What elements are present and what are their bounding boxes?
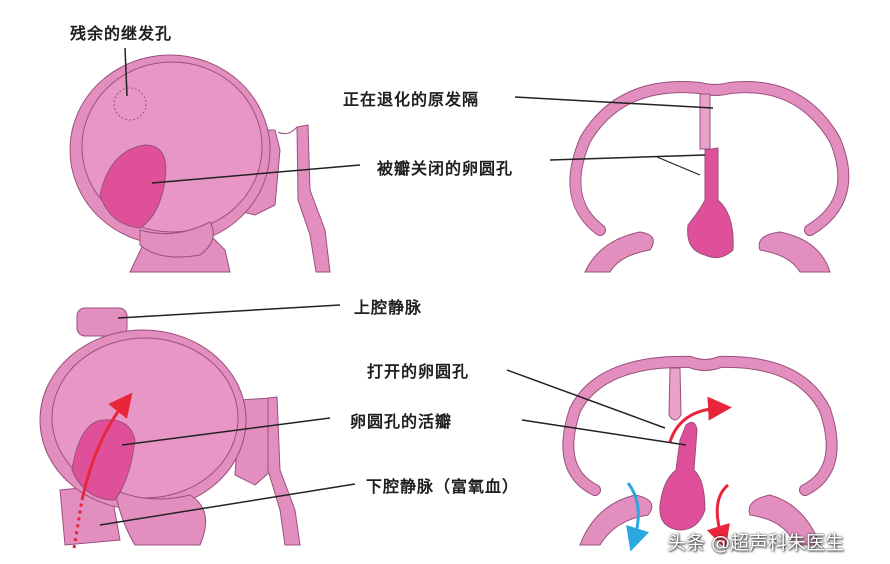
leader-closed-foramen (549, 154, 706, 161)
residual-ostium-circle (113, 87, 147, 121)
label-regressing-septum-primum: 正在退化的原发隔 (343, 90, 480, 109)
leader-septum-primum (514, 96, 714, 109)
oxygenated-flow-arrow (80, 392, 133, 501)
open-valve (659, 421, 706, 531)
leader-open-foramen (506, 369, 666, 429)
leader-valve (121, 417, 331, 446)
leader-svc (117, 304, 341, 319)
shunt-arrow (668, 396, 732, 443)
leader-ivc (99, 483, 356, 526)
label-superior-vena-cava: 上腔静脉 (354, 298, 423, 317)
top-left-heart-side-view (69, 54, 331, 273)
top-right-heart-section-view (569, 81, 850, 273)
label-residual-ostium: 残余的继发孔 (70, 24, 173, 43)
label-inferior-vena-cava: 下腔静脉（富氧血） (366, 477, 520, 496)
label-open-foramen-ovale: 打开的卵圆孔 (367, 362, 470, 381)
bottom-right-heart-section-view (562, 355, 838, 552)
leader-valve-right (521, 419, 687, 446)
leader-residual-ostium (124, 47, 128, 97)
bottom-left-heart-side-view (39, 307, 301, 549)
watermark: 头条 @超声科朱医生 (667, 532, 845, 554)
label-valve-closed-foramen: 被瓣关闭的卵圆孔 (377, 159, 514, 178)
closed-valve (99, 144, 167, 229)
leader-closed-foramen-left (151, 164, 361, 184)
right-ventricle-inflow-arrow (626, 482, 650, 552)
left-ventricle-inflow-arrow (706, 483, 730, 550)
superior-vena-cava (76, 307, 128, 337)
label-foramen-valve: 卵圆孔的活瓣 (350, 412, 453, 431)
